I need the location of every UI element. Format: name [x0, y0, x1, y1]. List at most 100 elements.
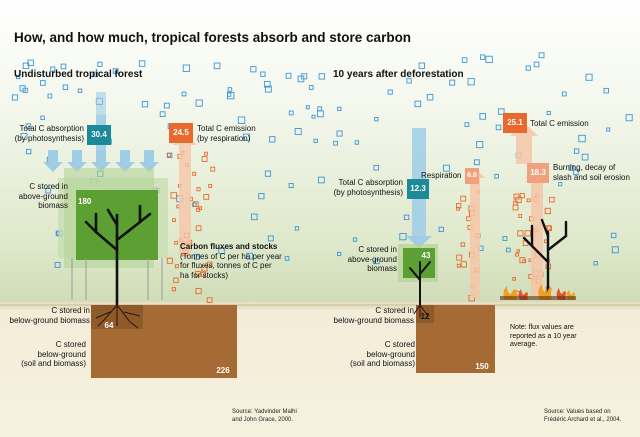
left-roots	[95, 304, 141, 329]
emission-particle	[456, 203, 462, 209]
emission-particle	[456, 263, 461, 268]
emission-particle	[456, 206, 460, 211]
co2-particle	[525, 65, 531, 71]
left-absorption-label: Total C absorption(by photosynthesis)	[14, 124, 84, 143]
co2-particle	[387, 89, 393, 95]
co2-particle	[27, 59, 34, 67]
co2-particle	[15, 74, 21, 80]
right-absorption-value: 12.3	[410, 184, 426, 193]
co2-particle	[138, 60, 146, 67]
right-respiration-label: Respiration	[421, 171, 462, 180]
emission-particle	[206, 297, 213, 303]
co2-particle	[479, 54, 486, 60]
left-emission-box	[169, 123, 193, 143]
co2-particle	[494, 173, 499, 179]
emission-particle	[519, 193, 525, 199]
co2-particle	[242, 133, 251, 141]
co2-particle	[263, 80, 271, 88]
emission-particle	[544, 207, 551, 215]
emission-particle	[210, 166, 216, 172]
emission-particle	[456, 254, 463, 261]
emission-particle	[548, 196, 555, 203]
page-title: How, and how much, tropical forests abso…	[14, 30, 412, 45]
right-dead-tree	[522, 218, 568, 300]
emission-particle	[515, 196, 522, 204]
co2-particle	[294, 226, 300, 231]
co2-particle	[11, 94, 18, 101]
co2-particle	[195, 99, 203, 107]
co2-particle	[533, 61, 540, 68]
emission-particle	[174, 240, 178, 245]
co2-particle	[479, 113, 486, 120]
co2-particle	[297, 75, 305, 83]
co2-particle	[54, 262, 61, 268]
co2-particle	[467, 78, 475, 86]
co2-particle	[317, 106, 323, 112]
emission-particle	[170, 192, 177, 199]
right-emission-label: Total C emission	[530, 119, 589, 128]
right-below-value: 12	[420, 312, 430, 321]
co2-particle	[227, 92, 232, 97]
co2-particle	[227, 91, 235, 100]
co2-particle	[181, 91, 187, 97]
co2-particle	[438, 226, 444, 233]
right-heading: 10 years after deforestation	[333, 69, 464, 80]
co2-particle	[464, 122, 470, 127]
co2-particle	[336, 130, 343, 137]
co2-particle	[546, 110, 551, 116]
right-above-value: 43	[421, 251, 431, 260]
co2-particle	[374, 117, 379, 122]
co2-particle	[337, 251, 342, 257]
emission-particle	[171, 287, 176, 292]
emission-particle	[518, 214, 523, 218]
right-small-tree	[409, 261, 431, 306]
emission-particle	[512, 204, 519, 211]
left-above-value: 180	[78, 197, 92, 206]
emission-particle	[526, 198, 531, 203]
co2-particle	[606, 127, 611, 132]
co2-particle	[354, 140, 360, 145]
right-burning-value: 18.3	[530, 168, 546, 177]
co2-particle	[264, 170, 272, 177]
co2-particle	[485, 55, 493, 64]
co2-particle	[611, 246, 619, 254]
co2-particle	[561, 91, 567, 97]
emission-particle	[524, 230, 531, 237]
emission-particle	[515, 252, 519, 257]
emission-particle	[201, 265, 208, 272]
right-absorption-label: Total C absorption(by photosynthesis)	[333, 178, 403, 197]
co2-particle	[269, 136, 276, 143]
emission-particle	[195, 225, 202, 232]
co2-particle	[318, 73, 325, 80]
emission-particle	[513, 193, 520, 200]
co2-particle	[442, 164, 450, 172]
co2-particle	[284, 256, 290, 261]
co2-particle	[352, 237, 358, 242]
right-emission-value: 25.1	[507, 118, 523, 127]
co2-particle	[337, 106, 342, 112]
co2-particle	[581, 153, 589, 161]
co2-particle	[558, 182, 563, 187]
emission-particle	[204, 151, 208, 156]
co2-particle	[449, 79, 456, 86]
legend: Carbon fluxes and stocks (Tonnes of C pe…	[180, 242, 282, 280]
co2-particle	[502, 236, 508, 241]
co2-particle	[288, 183, 294, 189]
co2-particle	[159, 111, 166, 118]
co2-particle	[182, 64, 191, 72]
co2-particle	[318, 176, 325, 184]
co2-particle	[294, 128, 302, 136]
left-absorption-box	[87, 125, 111, 145]
emission-particle	[519, 257, 526, 264]
co2-particle	[495, 124, 502, 131]
emission-particle	[517, 230, 524, 237]
co2-particle	[92, 71, 98, 78]
left-support-lines	[71, 258, 163, 300]
co2-particle	[141, 101, 149, 108]
co2-particle	[333, 140, 338, 146]
